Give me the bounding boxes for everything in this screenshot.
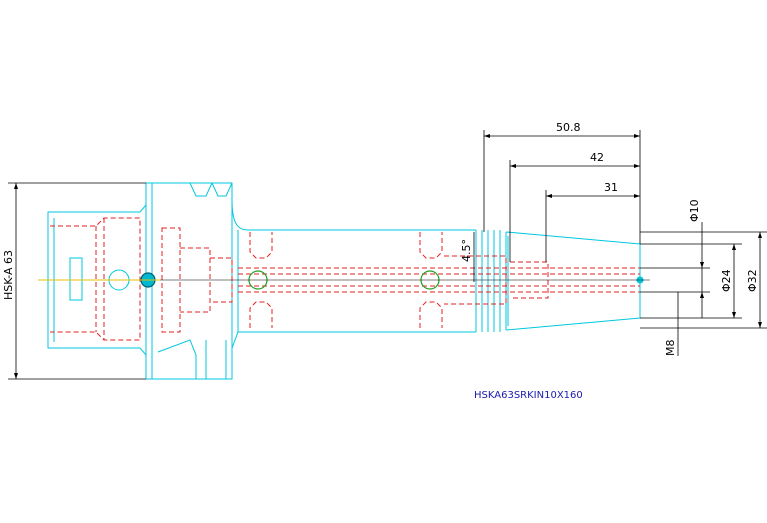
dim-42: 42 — [590, 151, 604, 164]
dim-phi32: Φ32 — [746, 269, 759, 292]
dimension-lines — [8, 130, 767, 380]
dimension-arrows — [14, 134, 762, 379]
dim-50-8: 50.8 — [556, 121, 581, 134]
dim-phi24: Φ24 — [720, 269, 733, 292]
part-number-caption: HSKA63SRKIN10X160 — [474, 390, 583, 401]
dim-31: 31 — [604, 181, 618, 194]
dim-m8: M8 — [664, 340, 677, 357]
part-outline — [47, 182, 641, 380]
dim-phi10: Φ10 — [688, 199, 701, 222]
dim-hsk-a63: HSK-A 63 — [2, 250, 15, 300]
dim-chamfer: 4.5° — [460, 239, 473, 262]
